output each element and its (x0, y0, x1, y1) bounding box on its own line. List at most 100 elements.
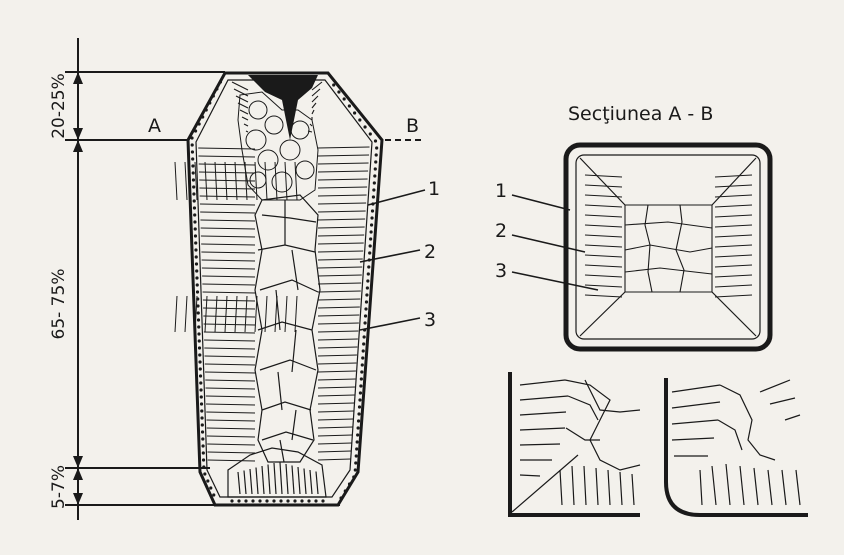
chill-dot (363, 314, 368, 318)
chill-dot (192, 206, 197, 210)
crystal-stroke (714, 234, 753, 238)
chill-dot (360, 370, 364, 374)
chill-dot (200, 416, 204, 420)
chill-dot (204, 108, 208, 112)
crystal-stroke (284, 161, 288, 201)
cross-section-core (624, 204, 713, 293)
chill-dot (206, 479, 210, 483)
crystal-stroke (317, 410, 354, 413)
chill-dot (369, 223, 374, 227)
crystal-stroke (204, 363, 256, 366)
crystal-stroke (200, 235, 256, 238)
crystal-stroke (244, 161, 248, 201)
chill-dot (364, 307, 368, 311)
crystal-stroke (274, 295, 278, 333)
crystal-stroke (317, 314, 360, 317)
chill-dot (356, 426, 360, 430)
chill-dot (200, 423, 204, 427)
crystal-stroke (224, 161, 228, 201)
chill-dot (196, 304, 200, 308)
chill-dot (191, 164, 195, 168)
chill-dot (195, 290, 200, 294)
crystal-stroke (184, 295, 188, 333)
crystal-stroke (205, 403, 256, 406)
crystal-stroke (243, 470, 247, 495)
chill-dot (258, 499, 262, 503)
crystal-stroke (311, 81, 323, 91)
crystal-stroke (294, 295, 298, 333)
crystal-stroke (714, 264, 753, 268)
chill-dot (192, 185, 196, 189)
chill-dot (215, 87, 219, 91)
chill-dot (279, 499, 283, 503)
chill-dot (202, 465, 206, 469)
chill-dot (199, 388, 203, 392)
crystal-stroke (206, 411, 256, 414)
crystal-stroke (584, 214, 623, 218)
chill-dot (201, 451, 205, 455)
chill-dot (194, 262, 199, 266)
chill-dot (193, 220, 197, 224)
chill-dot (218, 80, 223, 84)
chill-dot (208, 101, 212, 105)
crystal-stroke (714, 244, 753, 248)
chill-dot (190, 150, 195, 154)
chill-dot (197, 346, 202, 350)
chill-dot (361, 356, 365, 360)
chill-dot (193, 129, 198, 133)
chill-dot (198, 367, 202, 371)
crystal-stroke (200, 211, 256, 214)
chill-dot (372, 188, 376, 192)
crystal-stroke (317, 178, 368, 181)
crystal-stroke (274, 161, 278, 201)
section-label-a: A (148, 115, 161, 137)
crystal-stroke (303, 468, 307, 495)
crystal-stroke (207, 459, 256, 462)
crystal-stroke (317, 146, 370, 149)
crystal-stroke (317, 322, 359, 325)
crystal-stroke (201, 251, 256, 254)
crystal-stroke (584, 204, 623, 208)
chill-dot (209, 486, 213, 490)
ingot-zone-label-3: 3 (424, 309, 436, 331)
crystal-stroke (234, 295, 238, 333)
chill-dot (363, 321, 367, 325)
crystal-stroke (714, 184, 753, 188)
crystal-stroke (254, 161, 258, 201)
crystal-stroke (255, 467, 259, 495)
crystal-stroke (205, 395, 256, 398)
chill-dot (198, 374, 203, 378)
crystal-stroke (198, 147, 256, 150)
crystal-stroke (714, 194, 753, 198)
crystal-stroke (309, 123, 313, 127)
chill-dot (370, 216, 374, 220)
chill-dot (365, 293, 369, 297)
crystal-stroke (584, 194, 623, 198)
crystal-stroke (237, 471, 241, 495)
crystal-stroke (207, 443, 256, 446)
crystal-stroke (584, 184, 623, 188)
chill-dot (355, 447, 359, 451)
equiaxed-core (254, 194, 321, 463)
chill-dot (362, 335, 366, 339)
crystal-stroke (311, 109, 315, 115)
crystal-stroke (199, 187, 256, 190)
chill-dot (339, 496, 343, 500)
section-title: Secţiunea A - B (568, 103, 713, 125)
dim-label-bottom: 5-7% (49, 465, 69, 509)
chill-dot (364, 300, 369, 304)
crystal-stroke (584, 224, 623, 228)
crystal-stroke (584, 284, 623, 288)
crystal-stroke (202, 291, 256, 294)
crystal-stroke (317, 346, 358, 349)
crystal-stroke (214, 161, 218, 201)
crystal-stroke (317, 442, 352, 445)
crystal-stroke (204, 355, 256, 358)
dimension-axis (65, 38, 340, 520)
crystal-stroke (273, 462, 277, 495)
crystal-stroke (317, 450, 352, 453)
crystal-stroke (584, 244, 623, 248)
chill-dot (370, 209, 375, 213)
chill-dot (361, 349, 365, 353)
chill-dot (201, 115, 205, 119)
